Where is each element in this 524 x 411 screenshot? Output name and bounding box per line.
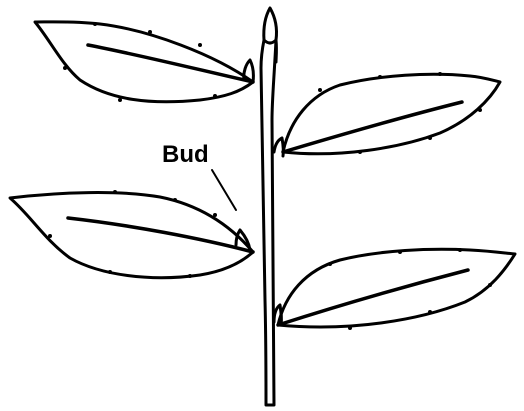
leaf-serrations <box>48 22 492 330</box>
leaf-upper-left-midrib <box>88 45 253 82</box>
terminal-bud <box>264 8 277 43</box>
axillary-bud-upper-right <box>274 138 283 156</box>
leaf-lower-left <box>10 193 253 278</box>
leaf-upper-right-midrib <box>283 102 462 152</box>
leaf-lower-left-midrib <box>68 218 253 252</box>
stem <box>261 40 276 405</box>
bud-label: Bud <box>162 141 209 168</box>
bud-leader-line <box>212 170 236 210</box>
leaf-upper-left <box>35 22 253 102</box>
